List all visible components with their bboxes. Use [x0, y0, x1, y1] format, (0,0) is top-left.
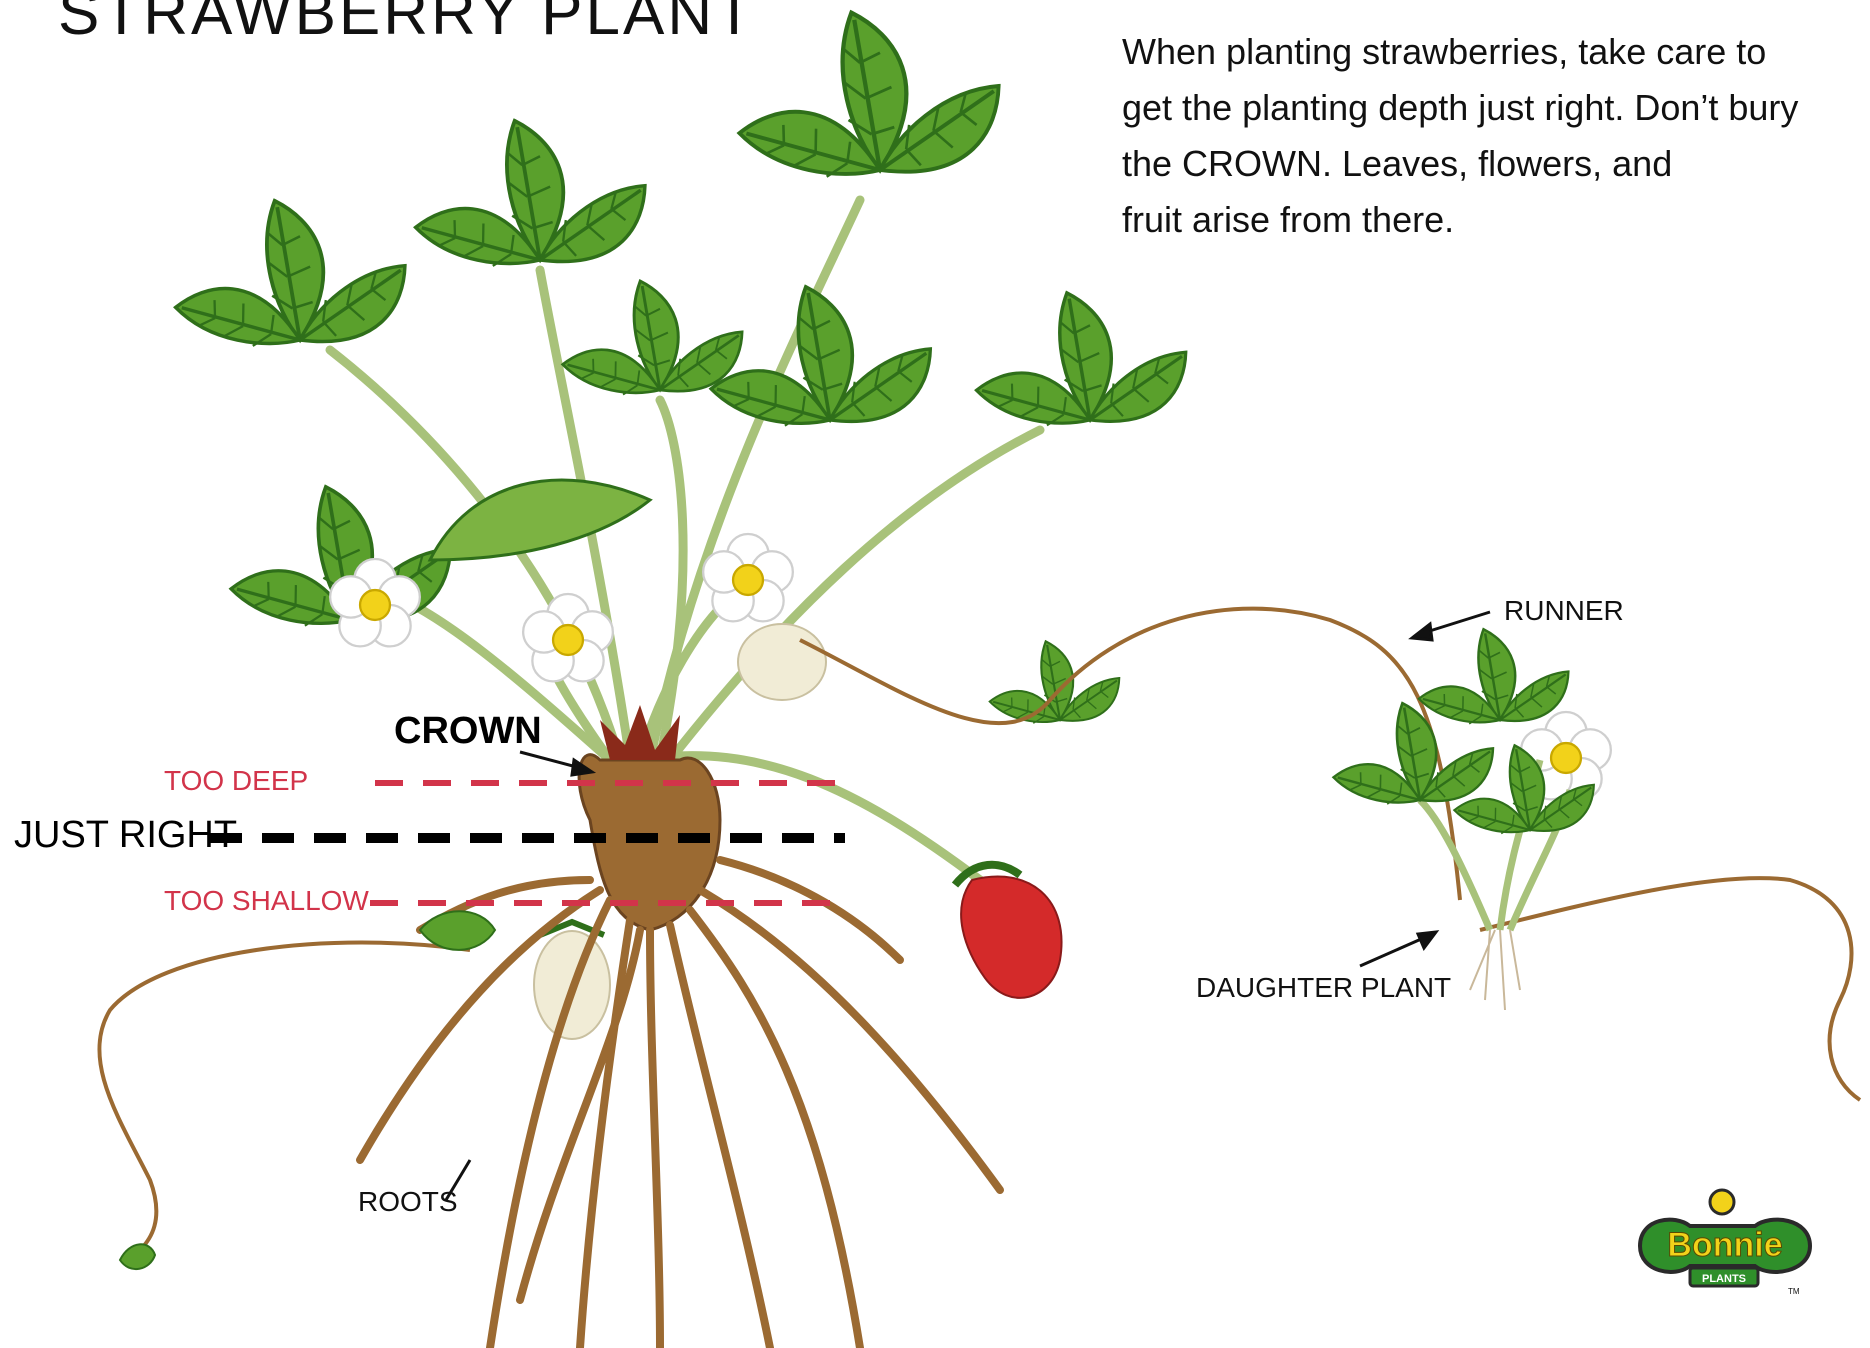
- intro-line: the CROWN. Leaves, flowers, and: [1122, 136, 1822, 192]
- roots-label: ROOTS: [358, 1186, 458, 1218]
- intro-text: When planting strawberries, take care to…: [1122, 24, 1822, 248]
- diagram-title: STRAWBERRY PLANT: [58, 0, 756, 49]
- bonnie-plants-logo: Bonnie PLANTS TM: [1620, 1186, 1830, 1306]
- just-right-label: JUST RIGHT: [14, 814, 237, 857]
- intro-line: get the planting depth just right. Don’t…: [1122, 80, 1822, 136]
- runner-label: RUNNER: [1504, 595, 1624, 627]
- too-deep-label: TOO DEEP: [164, 765, 308, 797]
- crown-label: CROWN: [394, 710, 542, 753]
- logo-brand: Bonnie: [1667, 1226, 1782, 1264]
- ripe-berry: [955, 865, 1062, 998]
- intro-line: When planting strawberries, take care to: [1122, 24, 1822, 80]
- main-runner: [800, 609, 1460, 900]
- logo-tm: TM: [1788, 1287, 1800, 1296]
- logo-shape: Bonnie PLANTS TM: [1620, 1186, 1830, 1306]
- too-shallow-label: TOO SHALLOW: [164, 885, 369, 917]
- intro-line: fruit arise from there.: [1122, 192, 1822, 248]
- right-runner: [1480, 878, 1860, 1100]
- daughter-plant-label: DAUGHTER PLANT: [1196, 972, 1451, 1004]
- logo-sub: PLANTS: [1702, 1273, 1746, 1285]
- daughter-plant: [1331, 629, 1605, 1010]
